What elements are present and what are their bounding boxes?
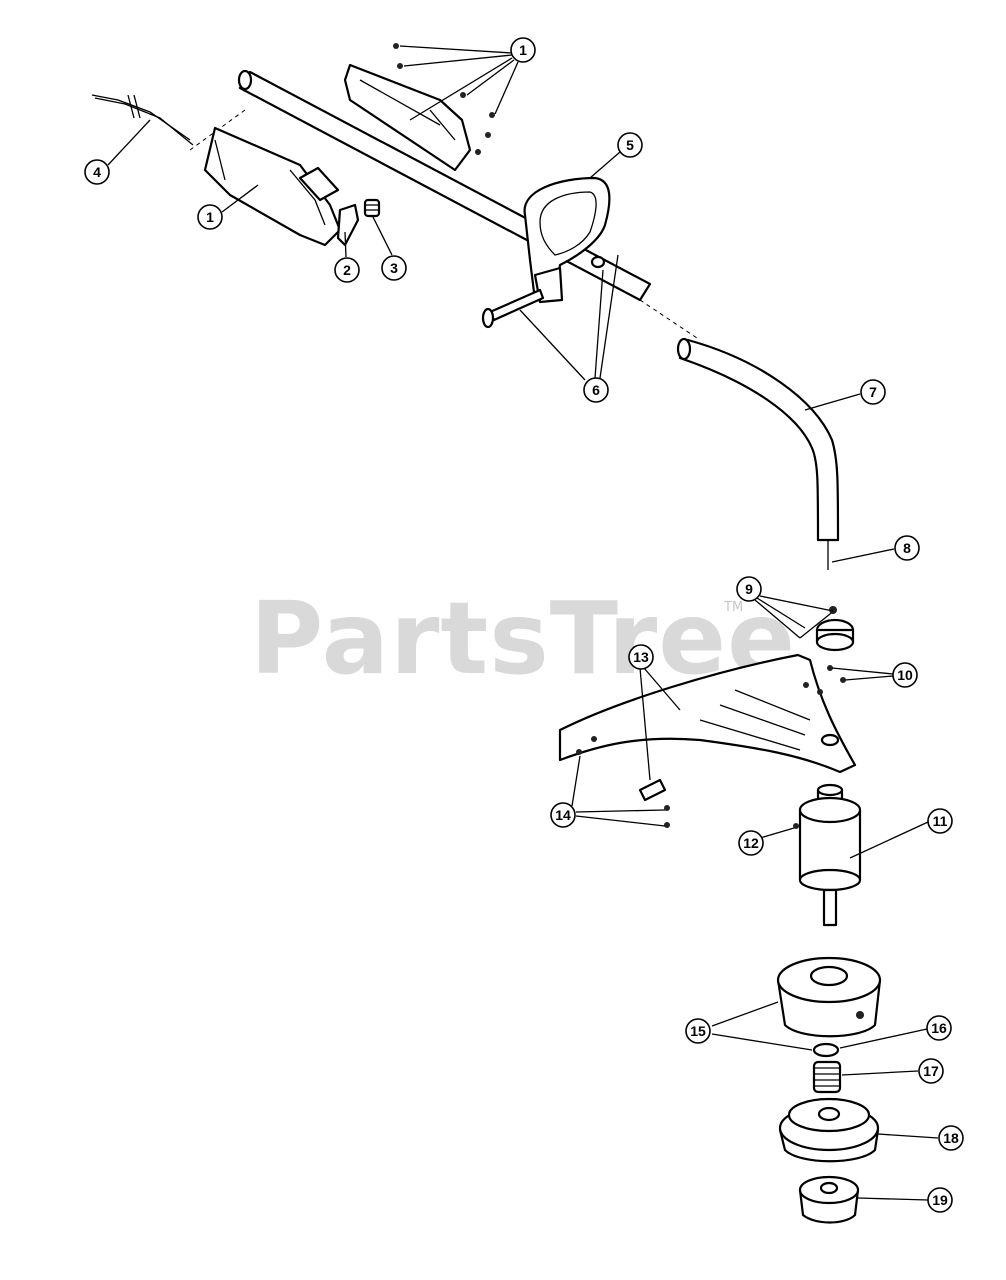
- svg-text:14: 14: [555, 807, 571, 823]
- callout-18: 18: [938, 1125, 964, 1151]
- throttle-trigger: [336, 203, 360, 247]
- callout-14: 14: [550, 802, 576, 828]
- drive-housing: [798, 783, 862, 927]
- svg-text:16: 16: [931, 1020, 947, 1036]
- svg-text:1: 1: [206, 209, 214, 225]
- svg-text:8: 8: [903, 540, 911, 556]
- callout-10: 10: [892, 662, 918, 688]
- shield-nuts: [576, 736, 670, 828]
- callout-8: 8: [894, 535, 920, 561]
- housing-screws: [393, 43, 495, 155]
- svg-text:13: 13: [633, 649, 649, 665]
- svg-text:9: 9: [745, 581, 753, 597]
- washer: [812, 1042, 840, 1058]
- svg-text:17: 17: [923, 1063, 939, 1079]
- shaft-clamp: [799, 606, 855, 652]
- svg-text:10: 10: [897, 667, 913, 683]
- throttle-cable: [91, 94, 194, 146]
- callout-11: 11: [927, 808, 953, 834]
- svg-text:7: 7: [869, 384, 877, 400]
- bump-knob: [798, 1175, 860, 1224]
- assist-handle: [523, 176, 611, 304]
- callout-6: 6: [583, 377, 609, 403]
- shield-screws: [803, 665, 846, 695]
- svg-text:11: 11: [933, 813, 948, 829]
- trigger-spring: [363, 198, 381, 218]
- callout-13: 13: [628, 644, 654, 670]
- callout-3: 3: [381, 255, 407, 281]
- callout-9: 9: [736, 576, 762, 602]
- handle-bolt: [481, 288, 545, 329]
- svg-text:12: 12: [743, 835, 759, 851]
- svg-text:6: 6: [592, 382, 600, 398]
- callout-17: 17: [918, 1058, 944, 1084]
- spool-cover: [776, 956, 882, 1038]
- callout-1b: 1: [197, 204, 223, 230]
- gearbox-screw: [793, 823, 799, 829]
- alignment-line: [639, 299, 701, 341]
- callout-1a: 1: [510, 37, 536, 63]
- handle-housing-right: [343, 63, 472, 172]
- leader-lines: [107, 45, 939, 1201]
- svg-text:15: 15: [690, 1023, 706, 1039]
- trimmer-spool: [778, 1097, 880, 1163]
- svg-text:4: 4: [93, 164, 101, 180]
- svg-text:3: 3: [390, 260, 398, 276]
- svg-text:5: 5: [626, 137, 634, 153]
- spool-spring: [812, 1060, 842, 1094]
- callout-16: 16: [926, 1015, 952, 1041]
- callout-19: 19: [927, 1187, 953, 1213]
- callout-15: 15: [685, 1018, 711, 1044]
- callout-7: 7: [860, 379, 886, 405]
- svg-text:1: 1: [519, 42, 527, 58]
- callout-12: 12: [738, 830, 764, 856]
- svg-text:18: 18: [943, 1130, 959, 1146]
- callout-2: 2: [334, 257, 360, 283]
- watermark-trademark: TM: [724, 600, 744, 615]
- handle-housing-left: [203, 126, 342, 247]
- callout-4: 4: [84, 159, 110, 185]
- callout-5: 5: [617, 132, 643, 158]
- svg-text:19: 19: [932, 1192, 948, 1208]
- svg-text:2: 2: [343, 262, 351, 278]
- debris-shield: [558, 653, 857, 802]
- lower-shaft: [676, 337, 840, 570]
